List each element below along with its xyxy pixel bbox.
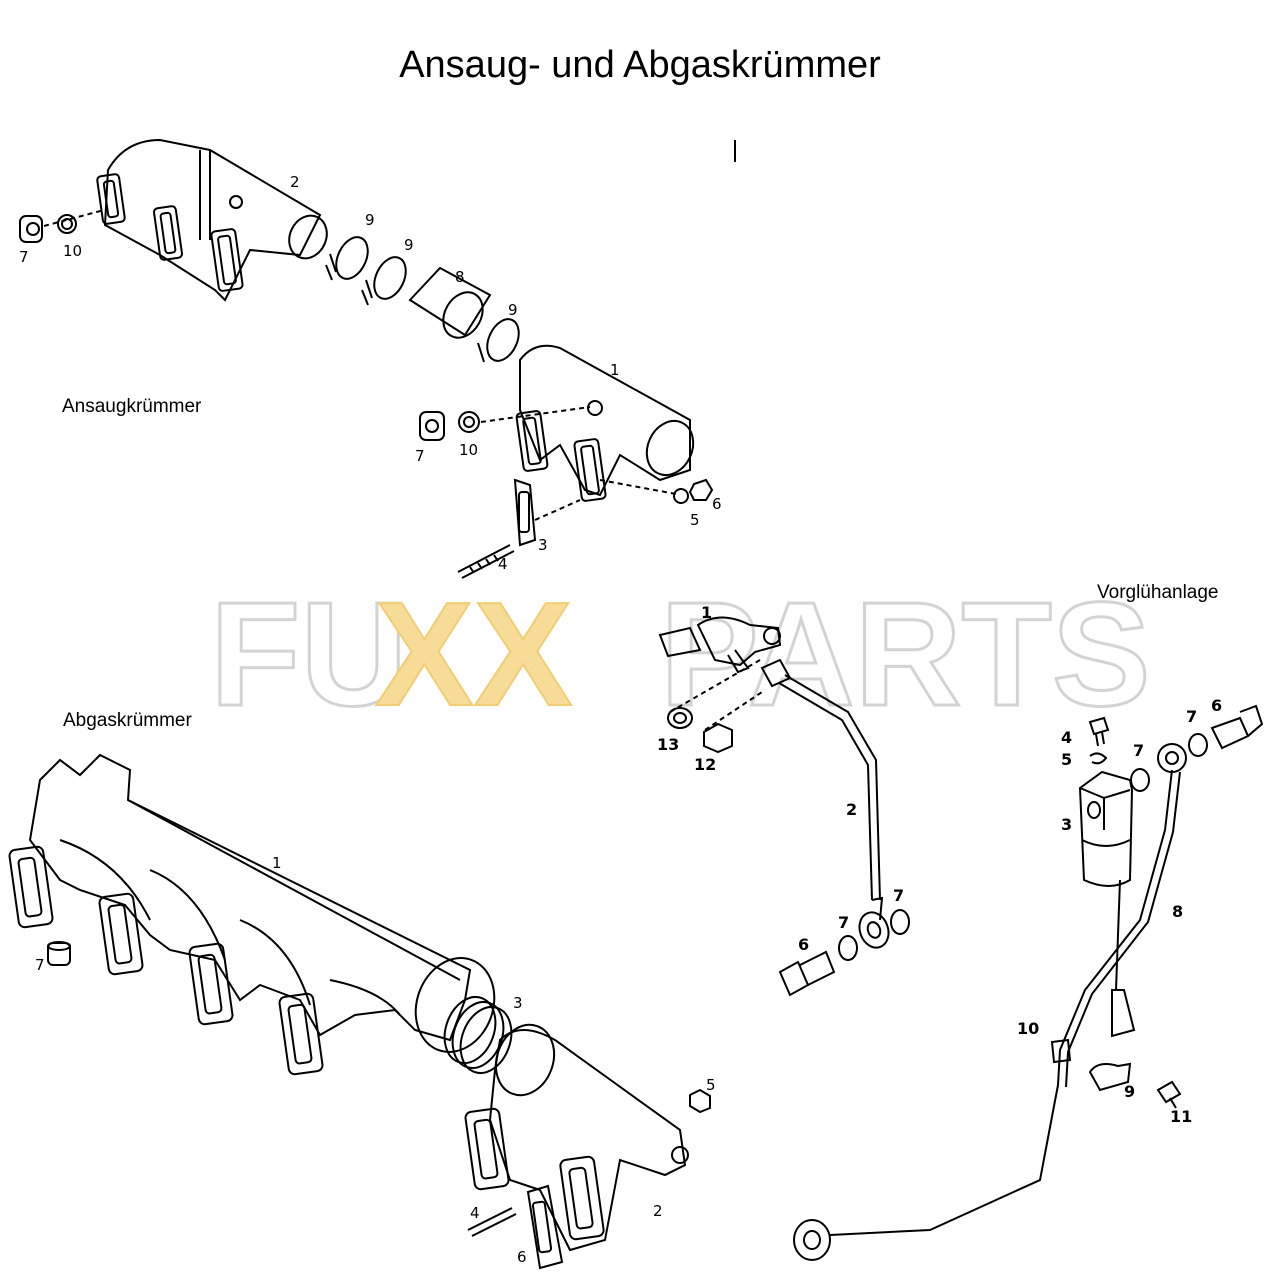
callout-intake-6: 6 xyxy=(712,495,722,513)
intake-washer xyxy=(673,488,689,504)
exhaust-callouts: 1 2 3 4 5 6 7 xyxy=(35,854,716,1266)
callout-exhaust-7: 7 xyxy=(35,956,45,974)
glow-bolt-4 xyxy=(1088,716,1110,747)
exhaust-manifold-group xyxy=(8,753,711,1270)
glow-screw-11 xyxy=(1156,1080,1182,1109)
banjo-bolt-6 xyxy=(778,950,836,997)
callout-exhaust-1: 1 xyxy=(272,854,282,872)
hose-sleeve xyxy=(408,266,492,339)
glow-washer-r7a xyxy=(1130,768,1150,792)
callout-glow-r5: 5 xyxy=(1061,750,1072,769)
fuel-reservoir-3 xyxy=(1078,770,1134,887)
callout-intake-2: 2 xyxy=(290,173,300,191)
exhaust-nut xyxy=(689,1088,711,1114)
callout-glow-r7a: 7 xyxy=(1133,741,1144,760)
section-label-glow: Vorglühanlage xyxy=(1097,582,1219,603)
callout-glow-1: 1 xyxy=(701,603,712,622)
glow-clip-5 xyxy=(1089,752,1108,765)
hose-clamp-1 xyxy=(325,236,369,281)
hose-clamp-2 xyxy=(361,256,407,306)
watermark-right: PARTS xyxy=(660,572,1151,737)
callout-glow-6: 6 xyxy=(798,935,809,954)
watermark-middle: XX xyxy=(375,572,572,737)
callout-glow-7b: 7 xyxy=(893,886,904,905)
fuel-line xyxy=(760,658,884,921)
callout-glow-r8: 8 xyxy=(1172,902,1183,921)
intake-nut xyxy=(688,478,714,501)
glow-wire xyxy=(1111,879,1136,1038)
glow-right-group xyxy=(793,704,1264,1261)
callout-glow-7a: 7 xyxy=(838,913,849,932)
section-label-intake: Ansaugkrümmer xyxy=(62,396,202,417)
callout-intake-7b: 7 xyxy=(415,447,425,465)
callout-exhaust-2: 2 xyxy=(653,1202,663,1220)
callout-intake-9b: 9 xyxy=(404,236,414,254)
leader-nut xyxy=(599,479,677,495)
glow-banjo-bolt-r6 xyxy=(1210,704,1264,750)
glow-center-group xyxy=(658,616,910,997)
callout-glow-r3: 3 xyxy=(1061,815,1072,834)
intake-manifold-upper xyxy=(96,138,328,302)
exhaust-manifold-end xyxy=(464,1023,689,1252)
glow-plug-end xyxy=(793,1219,831,1261)
callout-glow-r9: 9 xyxy=(1124,1082,1135,1101)
hose-clamp-3 xyxy=(477,318,520,363)
section-label-exhaust: Abgaskrümmer xyxy=(63,710,192,731)
callout-glow-r6: 6 xyxy=(1211,696,1222,715)
leader-plug-lower xyxy=(480,406,591,423)
glow-center-callouts: 1 2 12 13 6 7 7 xyxy=(657,603,904,954)
glow-ring-13 xyxy=(667,707,693,729)
plug-lower xyxy=(419,411,480,441)
callout-exhaust-6: 6 xyxy=(517,1248,527,1266)
glow-nut-12 xyxy=(703,722,733,754)
glow-banjo-r xyxy=(1157,743,1187,773)
exhaust-seal-ring xyxy=(443,996,513,1074)
callout-glow-r11: 11 xyxy=(1170,1107,1192,1126)
glow-clip-9 xyxy=(1088,1062,1132,1092)
glow-right-callouts: 3 4 5 6 7 7 8 9 10 11 xyxy=(1017,696,1222,1126)
callout-intake-8: 8 xyxy=(455,268,465,286)
callout-exhaust-4: 4 xyxy=(470,1204,480,1222)
callout-intake-5: 5 xyxy=(690,511,700,529)
exhaust-gasket xyxy=(526,1184,564,1270)
intake-callouts: 1 2 3 4 5 6 7 7 8 9 9 9 10 10 xyxy=(19,173,722,573)
callout-exhaust-3: 3 xyxy=(513,994,523,1012)
callout-intake-10b: 10 xyxy=(459,441,478,459)
exhaust-plug xyxy=(47,941,71,966)
callout-intake-1: 1 xyxy=(610,361,620,379)
callout-glow-r10: 10 xyxy=(1017,1019,1039,1038)
glow-washer-7a xyxy=(838,935,858,961)
intake-gasket xyxy=(513,478,537,547)
callout-glow-2: 2 xyxy=(846,800,857,819)
leader-gasket xyxy=(534,499,581,521)
callout-glow-r7b: 7 xyxy=(1186,707,1197,726)
callout-intake-7a: 7 xyxy=(19,248,29,266)
callout-glow-r4: 4 xyxy=(1061,728,1072,747)
callout-glow-13: 13 xyxy=(657,735,679,754)
callout-glow-12: 12 xyxy=(694,755,716,774)
glow-washer-7b xyxy=(890,909,910,935)
callout-exhaust-5: 5 xyxy=(706,1076,716,1094)
callout-intake-4: 4 xyxy=(498,555,508,573)
plug-upper xyxy=(19,214,77,243)
leader-glow-plug xyxy=(669,659,766,731)
page-title: Ansaug- und Abgaskrümmer xyxy=(399,44,881,86)
glow-washer-r7b xyxy=(1188,733,1208,757)
callout-intake-9c: 9 xyxy=(508,301,518,319)
intake-stud xyxy=(457,544,515,579)
intake-manifold-lower xyxy=(515,344,695,502)
callout-intake-3: 3 xyxy=(538,536,548,554)
callout-intake-9a: 9 xyxy=(365,211,375,229)
watermark: FU XX PARTS xyxy=(209,571,1153,739)
exhaust-stud xyxy=(467,1207,517,1237)
banjo-fitting xyxy=(858,911,890,949)
callout-intake-10a: 10 xyxy=(63,242,82,260)
fuel-line-8 xyxy=(829,769,1181,1236)
watermark-left: FU xyxy=(210,572,407,737)
intake-manifold-group xyxy=(19,138,714,579)
exhaust-manifold-main xyxy=(8,753,496,1076)
leader-plug-upper xyxy=(43,209,105,227)
glow-clamp-10 xyxy=(1050,1038,1072,1064)
